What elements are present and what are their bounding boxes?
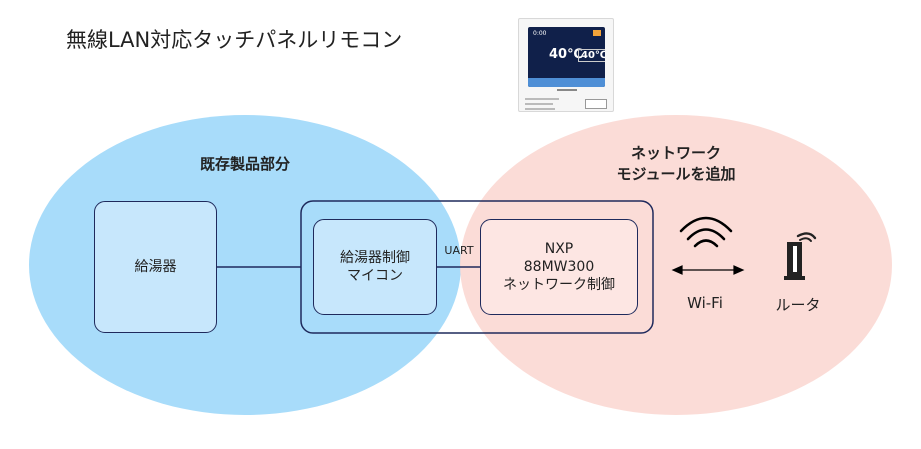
water-heater-label: 給湯器 <box>134 258 177 275</box>
router-label: ルータ <box>775 296 821 314</box>
page-title: 無線LAN対応タッチパネルリモコン <box>66 28 403 52</box>
remote-right-temp: 40℃ <box>578 49 605 62</box>
existing-product-label: 既存製品部分 <box>199 155 290 173</box>
heater-controller-box: 給湯器制御 マイコン <box>313 219 437 315</box>
remote-clock: 0:00 <box>533 30 547 37</box>
router-icon <box>784 232 817 280</box>
water-heater-box: 給湯器 <box>94 201 217 333</box>
nxp-label-line1: NXP <box>544 240 574 257</box>
network-module-ellipse <box>460 115 892 415</box>
remote-screen: 0:00 40℃ 40℃ <box>528 27 605 87</box>
nxp-label-line2: 88MW300 <box>523 258 595 275</box>
remote-brand-mark <box>557 89 577 91</box>
remote-text-line <box>525 98 559 100</box>
network-module-label-line1: ネットワーク <box>630 144 721 162</box>
nxp-module-box: NXP 88MW300 ネットワーク制御 <box>480 219 638 315</box>
heater-controller-label-line2: マイコン <box>347 268 403 284</box>
existing-product-ellipse <box>29 115 461 415</box>
heater-controller-label-line1: 給湯器制御 <box>340 249 410 266</box>
network-module-label-line2: モジュールを追加 <box>616 165 736 183</box>
touch-panel-remote-icon: 0:00 40℃ 40℃ <box>518 18 614 112</box>
wifi-label: Wi-Fi <box>687 294 723 312</box>
remote-status-indicator <box>593 30 601 36</box>
remote-button-strip <box>528 78 605 87</box>
wifi-icon <box>679 216 733 248</box>
remote-button <box>585 99 607 109</box>
remote-text-line <box>525 108 555 110</box>
remote-left-temp: 40℃ <box>549 47 583 62</box>
uart-label: UART <box>444 244 474 257</box>
double-arrow-icon <box>671 265 745 275</box>
nxp-label-line3: ネットワーク制御 <box>503 277 615 294</box>
remote-text-line <box>525 103 553 105</box>
